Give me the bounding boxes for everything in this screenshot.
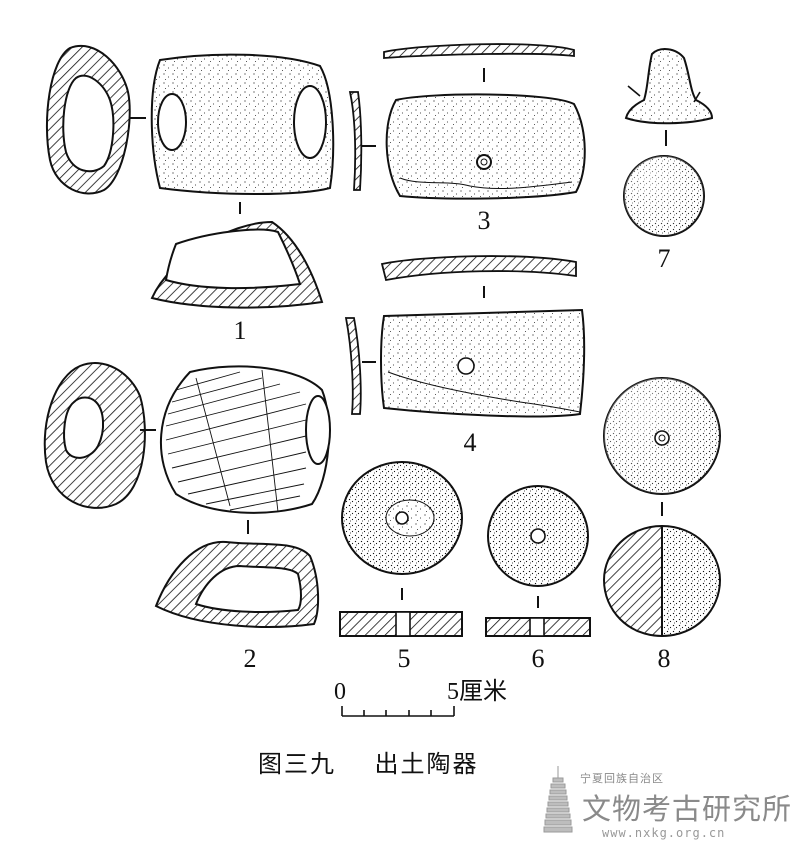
cord-mark-lines	[165, 369, 307, 513]
item-7-label: 7	[657, 244, 671, 273]
item-3-drawing	[348, 43, 586, 200]
item-6-label: 6	[531, 644, 545, 673]
item-7-drawing	[623, 48, 714, 237]
item-4-drawing	[344, 255, 586, 418]
item-2-label: 2	[243, 644, 257, 673]
watermark-region: 宁夏回族自治区	[580, 772, 664, 785]
item-2-drawing	[43, 361, 331, 628]
item-1-drawing	[45, 45, 335, 309]
watermark-institute: 文物考古研究所	[582, 792, 793, 826]
item-1-label: 1	[233, 316, 247, 345]
item-6-drawing	[485, 485, 591, 637]
item-8-label: 8	[657, 644, 671, 673]
item-5-drawing	[339, 461, 463, 637]
item-3-label: 3	[477, 206, 491, 235]
figure-caption: 图三九 出土陶器	[258, 750, 479, 778]
scale-end-label: 5厘米	[447, 679, 507, 705]
pagoda-logo	[543, 766, 573, 833]
watermark-url: www.nxkg.org.cn	[602, 826, 726, 840]
item-4-label: 4	[463, 428, 477, 457]
scale-bar	[341, 706, 455, 717]
item-8-drawing	[602, 377, 722, 638]
item-5-label: 5	[397, 644, 411, 673]
scale-start-label: 0	[334, 679, 346, 705]
